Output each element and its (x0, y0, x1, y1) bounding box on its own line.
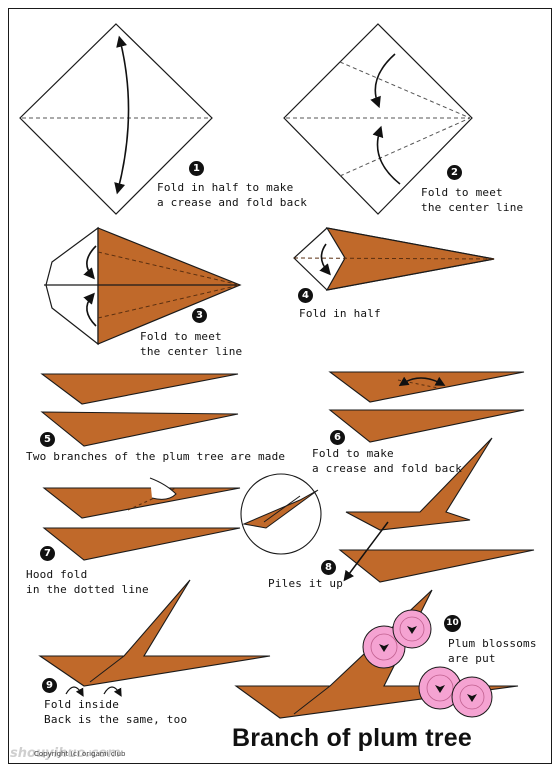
diagram-frame (8, 8, 552, 764)
step-4-figure (293, 227, 495, 291)
step-5-figure (40, 373, 239, 447)
step-number: 6 (330, 430, 345, 445)
step-caption: Two branches of the plum tree are made (26, 450, 286, 463)
step-caption: Fold to meet (140, 330, 222, 343)
plum-blossom-icon (418, 666, 462, 710)
place-arrow-icon (343, 521, 389, 582)
step-3-figure (44, 226, 242, 346)
step-number: 1 (189, 161, 204, 176)
step-number: 10 (444, 615, 461, 632)
step-caption: the center line (421, 201, 524, 214)
fold-arrow-icon (114, 35, 130, 195)
step-caption: Back is the same, too (44, 713, 188, 726)
hood-fold-arrow-icon (149, 477, 177, 500)
inside-fold-arrow-icon (65, 686, 84, 697)
step-6-figure (328, 371, 525, 443)
step-9-figure (38, 579, 271, 697)
step-number: 8 (321, 560, 336, 575)
fold-arrow-icon (83, 292, 97, 327)
fold-arrow-icon (319, 243, 331, 276)
step-number: 3 (192, 308, 207, 323)
fold-arrow-icon (398, 376, 446, 387)
step-caption: Fold in half (299, 307, 381, 320)
step-number: 4 (298, 288, 313, 303)
step-caption: Plum blossoms (448, 637, 537, 650)
plum-blossom-icon (451, 676, 493, 718)
step-number: 2 (447, 165, 462, 180)
step-caption: Fold to make (312, 447, 394, 460)
step-number: 7 (40, 546, 55, 561)
watermark: shouyihuo.com (10, 746, 121, 761)
step-caption: the center line (140, 345, 243, 358)
step-caption: Fold inside (44, 698, 120, 711)
step-caption: Fold to meet (421, 186, 503, 199)
step-1-figure (19, 23, 213, 215)
step-caption: in the dotted line (26, 583, 149, 596)
step-caption: Piles it up (268, 577, 344, 590)
inside-fold-arrow-icon (103, 686, 122, 697)
step-7-figure (42, 473, 322, 561)
step-number: 9 (42, 678, 57, 693)
step-number: 5 (40, 432, 55, 447)
page-title: Branch of plum tree (232, 724, 472, 752)
step-caption: a crease and fold back (312, 462, 463, 475)
copyright-credit: Copyright (c) origami club (34, 750, 126, 758)
plum-blossom-icon (392, 609, 432, 649)
step-8-figure (338, 437, 535, 583)
step-caption: Fold in half to make (157, 181, 294, 194)
fold-arrow-icon (372, 125, 401, 185)
fold-arrow-icon (83, 245, 97, 280)
step-caption: a crease and fold back (157, 196, 308, 209)
step-2-figure (283, 23, 473, 215)
fold-arrow-icon (370, 53, 396, 109)
step-caption: Hood fold (26, 568, 88, 581)
step-caption: are put (448, 652, 496, 665)
step-10-figure (234, 589, 519, 719)
